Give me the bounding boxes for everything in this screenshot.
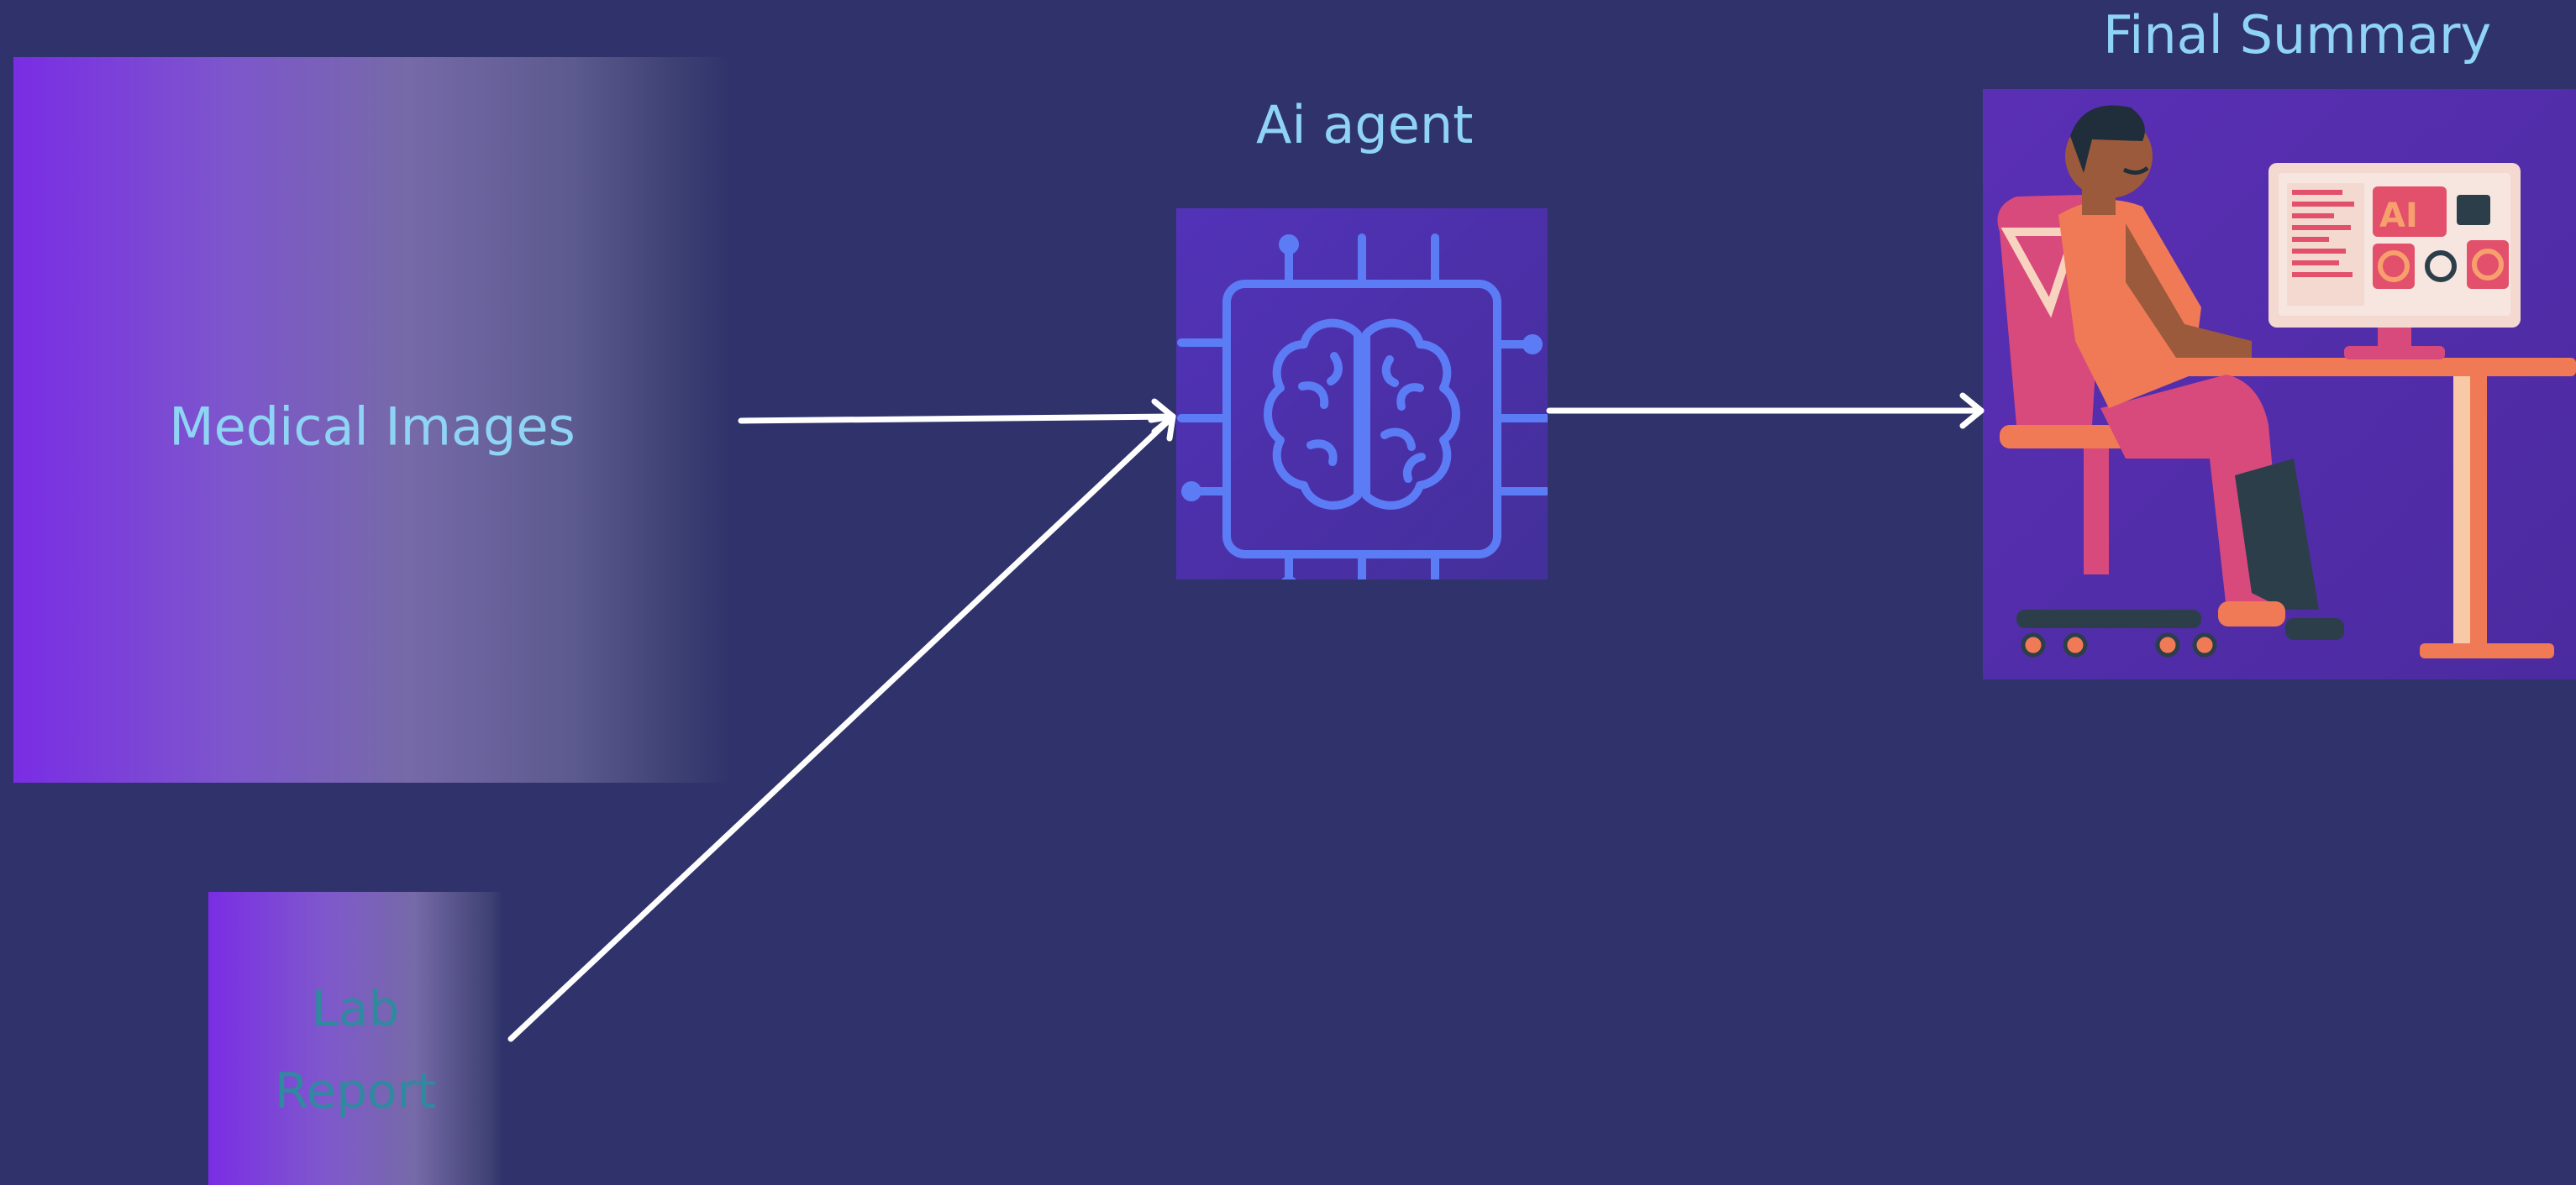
person-at-computer-illustration: AI — [1997, 105, 2576, 658]
monitor-ai-text: AI — [2379, 197, 2418, 235]
monitor-illustration: AI — [2268, 163, 2521, 359]
lab-report-label: Lab Report — [234, 967, 477, 1132]
medical-images-node: Medical Images — [13, 57, 731, 783]
lab-report-node: Lab Report — [208, 892, 502, 1185]
brain-chip-icon — [1177, 233, 1550, 600]
ai-agent-title: Ai agent — [1256, 94, 1474, 155]
medical-images-label: Medical Images — [169, 396, 576, 458]
lab-report-label-line2: Report — [274, 1062, 437, 1119]
person-figure-illustration — [2058, 105, 2344, 640]
desk-illustration — [2184, 358, 2576, 658]
arrow-medical-to-ai — [738, 398, 1176, 435]
final-summary-node: AI — [1983, 89, 2576, 679]
lab-report-label-line1: Lab — [311, 980, 400, 1037]
final-summary-title: Final Summary — [2103, 4, 2492, 66]
arrow-ai-to-summary — [1546, 392, 1985, 429]
ai-agent-node — [1176, 208, 1550, 600]
